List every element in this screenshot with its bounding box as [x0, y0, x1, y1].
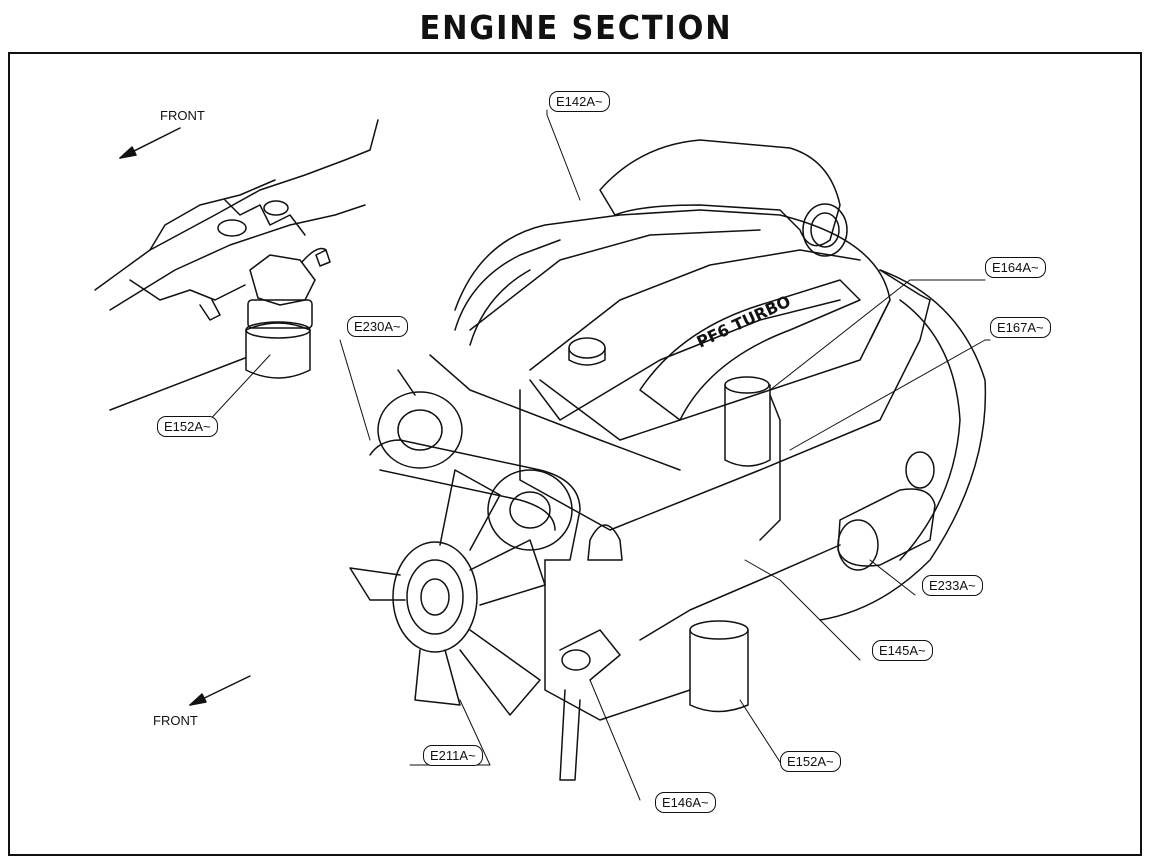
callout-e146a: E146A~ [655, 792, 716, 813]
callout-e142a: E142A~ [549, 91, 610, 112]
callout-e145a: E145A~ [872, 640, 933, 661]
callout-e230a: E230A~ [347, 316, 408, 337]
callout-e152a-main: E152A~ [780, 751, 841, 772]
engine-block: PF6 TURBO [349, 139, 987, 781]
front-label-top: FRONT [160, 108, 205, 123]
callout-e152a-inset: E152A~ [157, 416, 218, 437]
callout-e233a: E233A~ [922, 575, 983, 596]
diagram-frame [8, 52, 1142, 856]
leader-lines [204, 109, 991, 801]
front-arrow-top [119, 127, 181, 159]
front-arrow-bottom [189, 675, 251, 706]
callout-e167a: E167A~ [990, 317, 1051, 338]
inset-filter-detail [94, 119, 379, 411]
engine-badge: PF6 TURBO [694, 292, 794, 352]
callout-e164a: E164A~ [985, 257, 1046, 278]
page-title: ENGINE SECTION [419, 8, 733, 47]
front-label-bottom: FRONT [153, 713, 198, 728]
callout-e211a: E211A~ [423, 745, 483, 766]
